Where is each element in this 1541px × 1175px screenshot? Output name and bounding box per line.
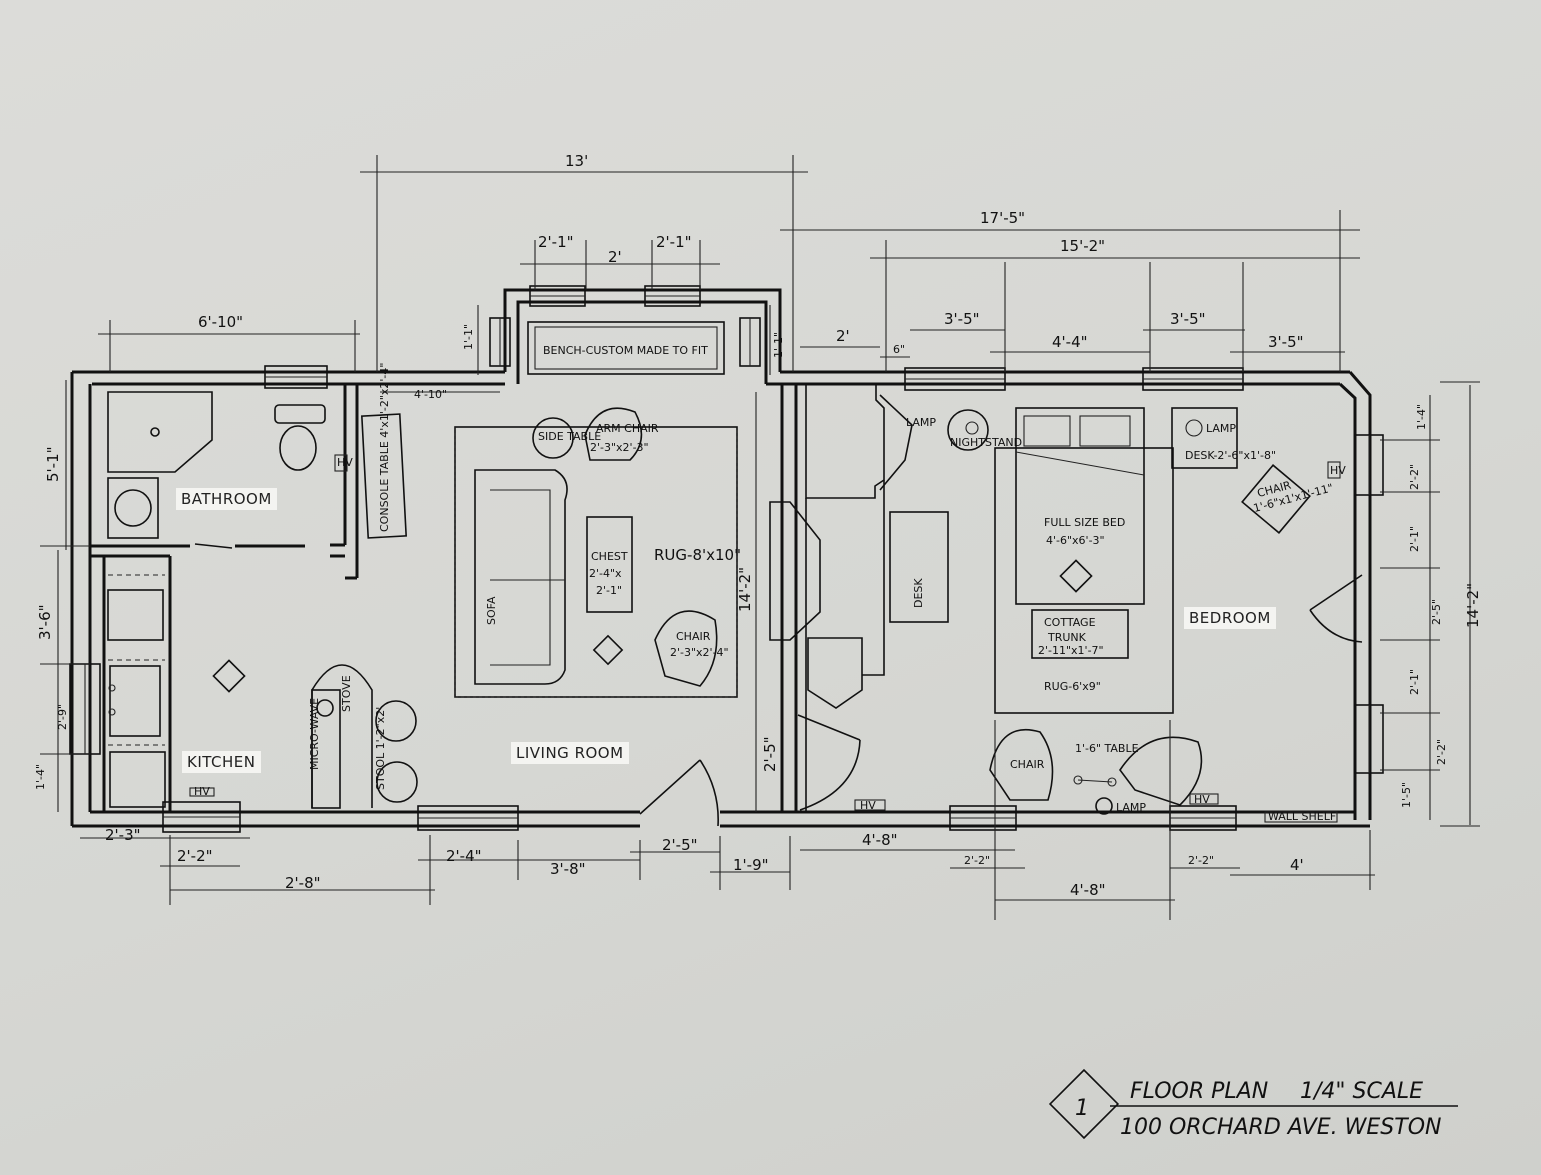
- stool-label: STOOL 1'-2"x2': [374, 707, 387, 790]
- desk-label: DESK: [912, 578, 925, 608]
- microwave-label: MICRO-WAVE: [308, 698, 321, 770]
- dimension-lines: [40, 155, 1480, 920]
- arm-chair-label: ARM CHAIR: [596, 422, 659, 435]
- dim-1-4-left: 1'-4": [34, 764, 47, 790]
- bedroom-rug-label: RUG-6'x9": [1044, 680, 1101, 693]
- dim-2-5b: 2'-5": [761, 736, 779, 772]
- dim-4-8a: 4'-8": [862, 831, 898, 849]
- dim-14-2a: 14'-2": [736, 567, 754, 612]
- nightstand-label: NIGHTSTAND: [950, 436, 1022, 449]
- hv-label-3: HV: [337, 456, 353, 469]
- dim-4-10: 4'-10": [414, 388, 447, 401]
- dim-2-5a: 2'-5": [662, 836, 698, 854]
- living-furniture: [454, 321, 738, 698]
- hv-label-4: HV: [1330, 464, 1346, 477]
- kitchen-fixtures: [107, 574, 418, 809]
- living-chair-label: CHAIR: [676, 630, 711, 643]
- dim-6in: 6": [893, 343, 905, 356]
- dim-4-4: 4'-4": [1052, 333, 1088, 351]
- walls: [70, 288, 1372, 828]
- full-bed-label: FULL SIZE BED: [1044, 516, 1125, 529]
- room-label-living: LIVING ROOM: [511, 742, 629, 764]
- room-label-kitchen: KITCHEN: [182, 751, 261, 773]
- dim-2-8: 2'-8": [285, 874, 321, 892]
- trunk-label-1: COTTAGE: [1044, 616, 1096, 629]
- trunk-label-2: TRUNK: [1047, 631, 1087, 644]
- chest-size-1: 2'-4"x: [589, 567, 622, 580]
- lamp-label-1: LAMP: [906, 416, 936, 429]
- desk-right-label: DESK-2'-6"x1'-8": [1185, 449, 1276, 462]
- dim-2-mid: 2': [836, 327, 850, 345]
- dim-2-3: 2'-3": [105, 826, 141, 844]
- title-block: 1 FLOOR PLAN 1/4" SCALE 100 ORCHARD AVE.…: [1048, 1068, 1458, 1140]
- dim-3-5a: 3'-5": [944, 310, 980, 328]
- dim-3-5b: 3'-5": [1170, 310, 1206, 328]
- bedroom-furniture: [189, 407, 1341, 823]
- dim-2-1a: 2'-1": [538, 233, 574, 251]
- hv-label-1: HV: [860, 799, 876, 812]
- dim-15-2: 15'-2": [1060, 237, 1105, 255]
- living-rug-label: RUG-8'x10": [654, 546, 741, 564]
- dim-4: 4': [1290, 856, 1304, 874]
- dim-2-2-right: 2'-2": [1408, 464, 1421, 490]
- dim-1-1b: 1'-1": [772, 332, 785, 358]
- chest-size-2: 2'-1": [596, 584, 622, 597]
- console-table-label: CONSOLE TABLE 4'x1'-2"x2'-4": [378, 363, 391, 532]
- plan-title: FLOOR PLAN: [1130, 1079, 1268, 1104]
- dim-2-5-right: 2'-5": [1430, 599, 1443, 625]
- trunk-size: 2'-11"x1'-7": [1038, 644, 1104, 657]
- dim-2-4: 2'-4": [446, 847, 482, 865]
- dim-13: 13': [565, 152, 588, 170]
- dimension-labels: 13' 17'-5" 15'-2" 6'-10" 2'-1" 2' 2'-1" …: [34, 152, 1482, 899]
- dim-3-8: 3'-8": [550, 860, 586, 878]
- arm-chair-size: 2'-3"x2'-3": [590, 441, 649, 454]
- chest-label: CHEST: [591, 550, 628, 563]
- dim-1-5: 1'-5": [1400, 782, 1413, 808]
- dim-2-9: 2'-9": [56, 704, 69, 730]
- bedroom-chair-label: CHAIR: [1010, 758, 1045, 771]
- room-label-bathroom: BATHROOM: [176, 488, 277, 510]
- lamp-label-3: LAMP: [1116, 801, 1146, 814]
- stove-label: STOVE: [340, 675, 353, 712]
- dim-2-1-right: 2'-1": [1408, 526, 1421, 552]
- side-table-label: SIDE TABLE: [538, 430, 601, 443]
- dim-5-1: 5'-1": [44, 446, 62, 482]
- drawing-number: 1: [1075, 1096, 1089, 1121]
- lamp-label-2: LAMP: [1206, 422, 1236, 435]
- dim-2-2a: 2'-2": [177, 847, 213, 865]
- dim-2-2-right-2: 2'-2": [1435, 739, 1448, 765]
- wall-shelf-label: WALL SHELF: [1268, 810, 1336, 823]
- sofa-label: SOFA: [485, 596, 498, 625]
- plan-scale: 1/4" SCALE: [1300, 1079, 1423, 1104]
- hv-label-2: HV: [1194, 793, 1210, 806]
- dim-4-8b: 4'-8": [1070, 881, 1106, 899]
- bedroom-table-label: 1'-6" TABLE: [1075, 742, 1139, 755]
- full-bed-size: 4'-6"x6'-3": [1046, 534, 1105, 547]
- dim-1-9: 1'-9": [733, 856, 769, 874]
- bathroom-fixtures: [107, 391, 408, 539]
- dim-3-5c: 3'-5": [1268, 333, 1304, 351]
- dim-2-2c: 2'-2": [1188, 854, 1214, 867]
- dim-6-10: 6'-10": [198, 313, 243, 331]
- dim-2-1b: 2'-1": [656, 233, 692, 251]
- dim-1-1a: 1'-1": [462, 324, 475, 350]
- doors: [194, 394, 1363, 827]
- dim-1-4-right: 1'-4": [1415, 404, 1428, 430]
- dim-2-1-right-2: 2'-1": [1408, 669, 1421, 695]
- bench-label: BENCH-CUSTOM MADE TO FIT: [543, 344, 708, 357]
- dim-14-2b: 14'-2": [1464, 583, 1482, 628]
- dim-3-6: 3'-6": [36, 604, 54, 640]
- plan-address: 100 ORCHARD AVE. WESTON: [1120, 1115, 1441, 1140]
- hv-label-5: HV: [194, 785, 210, 798]
- dim-17-5: 17'-5": [980, 209, 1025, 227]
- living-chair-size: 2'-3"x2'-4": [670, 646, 729, 659]
- dim-2-2b: 2'-2": [964, 854, 990, 867]
- furniture-labels: BENCH-CUSTOM MADE TO FIT CONSOLE TABLE 4…: [194, 344, 1346, 823]
- room-label-bedroom: BEDROOM: [1184, 607, 1276, 629]
- dim-2: 2': [608, 248, 622, 266]
